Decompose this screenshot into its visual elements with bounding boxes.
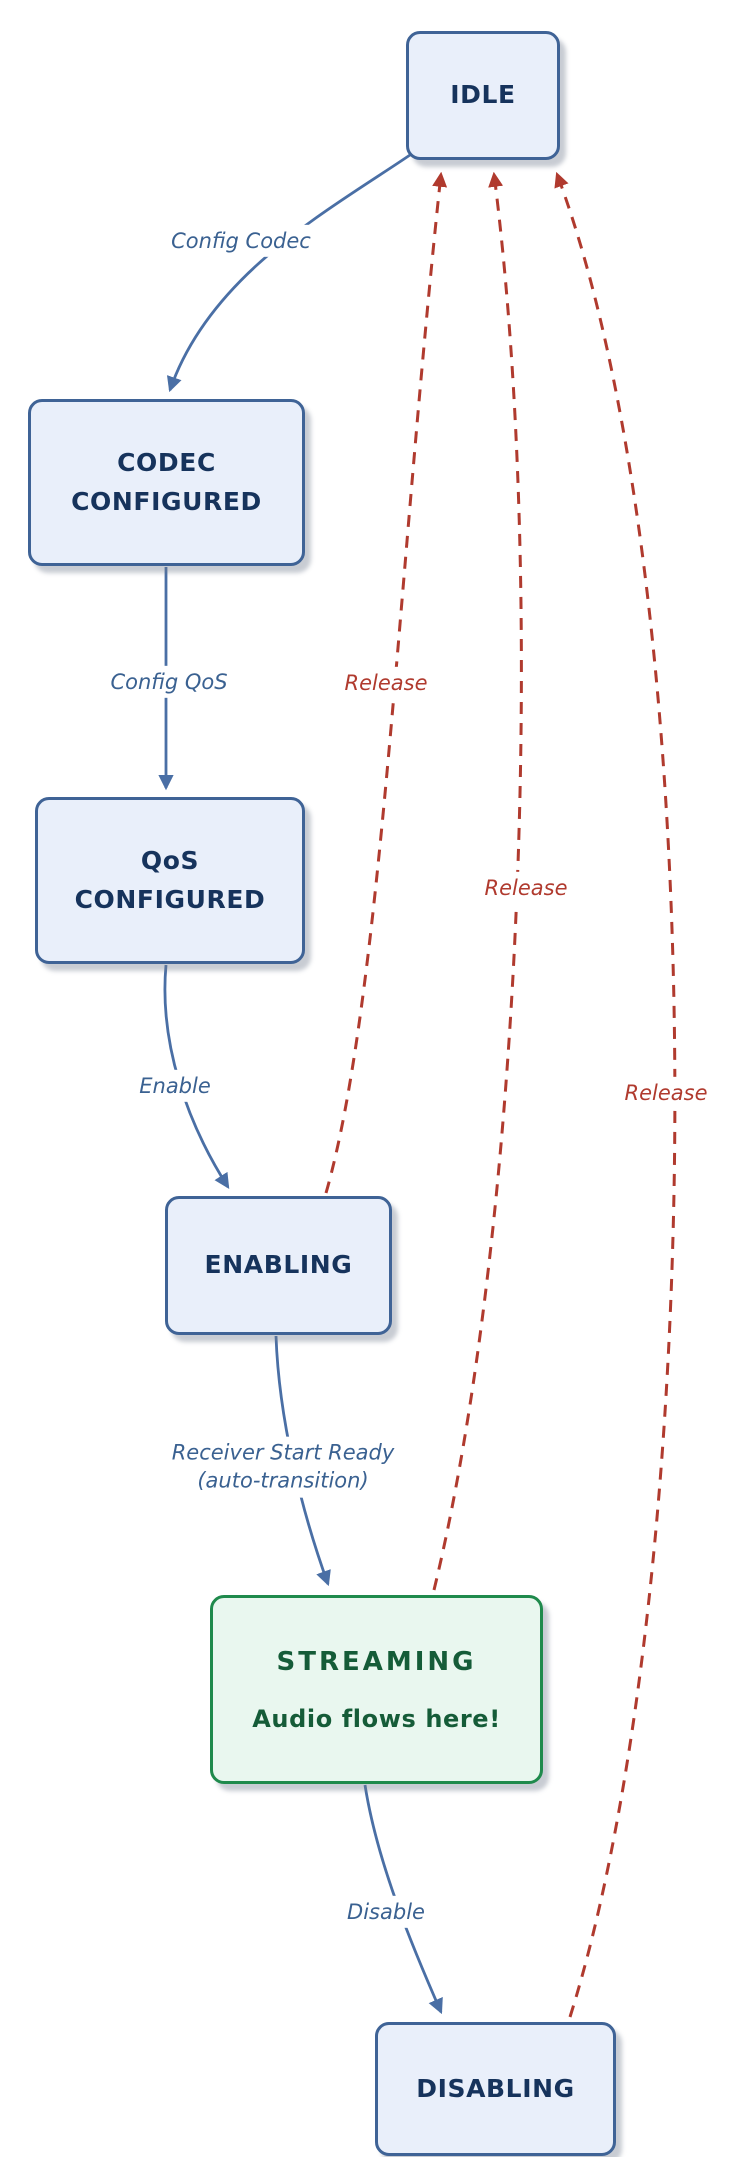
edge-label-disable: Disable (341, 1895, 431, 1929)
node-streaming-label: STREAMING (276, 1646, 477, 1677)
edge-label-release-from-disabling: Release (618, 1076, 714, 1110)
node-qos-configured-label-line-1: QoS (140, 846, 200, 875)
edge-label-release-from-enabling: Release (338, 666, 434, 700)
edge-release-from-enabling (324, 171, 448, 1194)
node-codec-configured-label-line-2: CONFIGURED (71, 486, 262, 516)
node-qos-configured-label-line-2: CONFIGURED (74, 884, 266, 914)
node-idle-label: IDLE (450, 80, 516, 110)
edge-label-receiver-start-ready: Receiver Start Ready (auto-transition) (165, 1436, 401, 1498)
edge-release-from-streaming (432, 171, 523, 1591)
node-disabling-label: DISABLING (416, 2073, 575, 2103)
edge-label-enable: Enable (133, 1069, 217, 1103)
node-disabling: DISABLING (375, 2022, 616, 2156)
edge-config-codec (166, 153, 411, 393)
node-streaming: STREAMING Audio flows here! (210, 1595, 543, 1784)
edge-label-config-codec: Config Codec (165, 224, 317, 258)
node-codec-configured-label-line-1: CODEC (117, 448, 216, 477)
node-enabling: ENABLING (165, 1196, 392, 1335)
node-codec-configured: CODEC CONFIGURED (28, 399, 305, 566)
node-qos-configured: QoS CONFIGURED (35, 797, 305, 964)
edge-label-config-qos: Config QoS (104, 665, 234, 699)
edge-label-line-1: Receiver Start Ready (171, 1440, 395, 1465)
edge-label-release-from-streaming: Release (478, 871, 574, 905)
node-idle: IDLE (406, 31, 560, 160)
edge-label-line-2: (auto-transition) (197, 1469, 369, 1493)
node-enabling-label: ENABLING (204, 1250, 353, 1280)
node-streaming-note: Audio flows here! (252, 1704, 501, 1733)
